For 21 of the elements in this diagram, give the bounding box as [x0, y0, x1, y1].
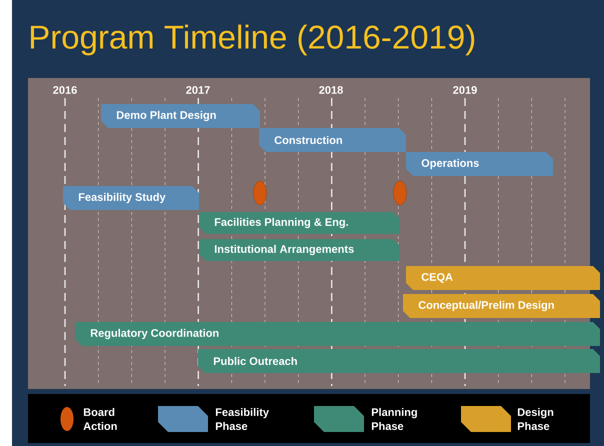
- phase-bar: Institutional Arrangements: [199, 239, 400, 261]
- year-label: 2016: [53, 86, 77, 94]
- year-label: 2018: [319, 86, 343, 94]
- phase-bar: Construction: [259, 128, 406, 152]
- phase-bar: Operations: [406, 152, 553, 176]
- board-action-marker: [253, 180, 267, 206]
- phase-bar: CEQA: [406, 266, 600, 290]
- phase-bar: Feasibility Study: [63, 186, 199, 210]
- phase-bar: Facilities Planning & Eng.: [199, 212, 400, 234]
- board-action-marker: [393, 180, 407, 206]
- year-label: 2017: [186, 86, 210, 94]
- legend-label: Design Phase: [518, 408, 554, 430]
- legend-label: Planning Phase: [372, 408, 417, 430]
- phase-bar: Demo Plant Design: [101, 104, 260, 128]
- phase-bar: Conceptual/Prelim Design: [403, 294, 600, 318]
- year-label: 2019: [453, 86, 477, 94]
- legend-label: Board Action: [83, 408, 117, 430]
- phase-bar: Public Outreach: [198, 349, 600, 373]
- legend-label: Feasibility Phase: [216, 408, 269, 430]
- phase-bar: Regulatory Coordination: [75, 322, 600, 346]
- title: Program Timeline (2016-2019): [30, 24, 474, 56]
